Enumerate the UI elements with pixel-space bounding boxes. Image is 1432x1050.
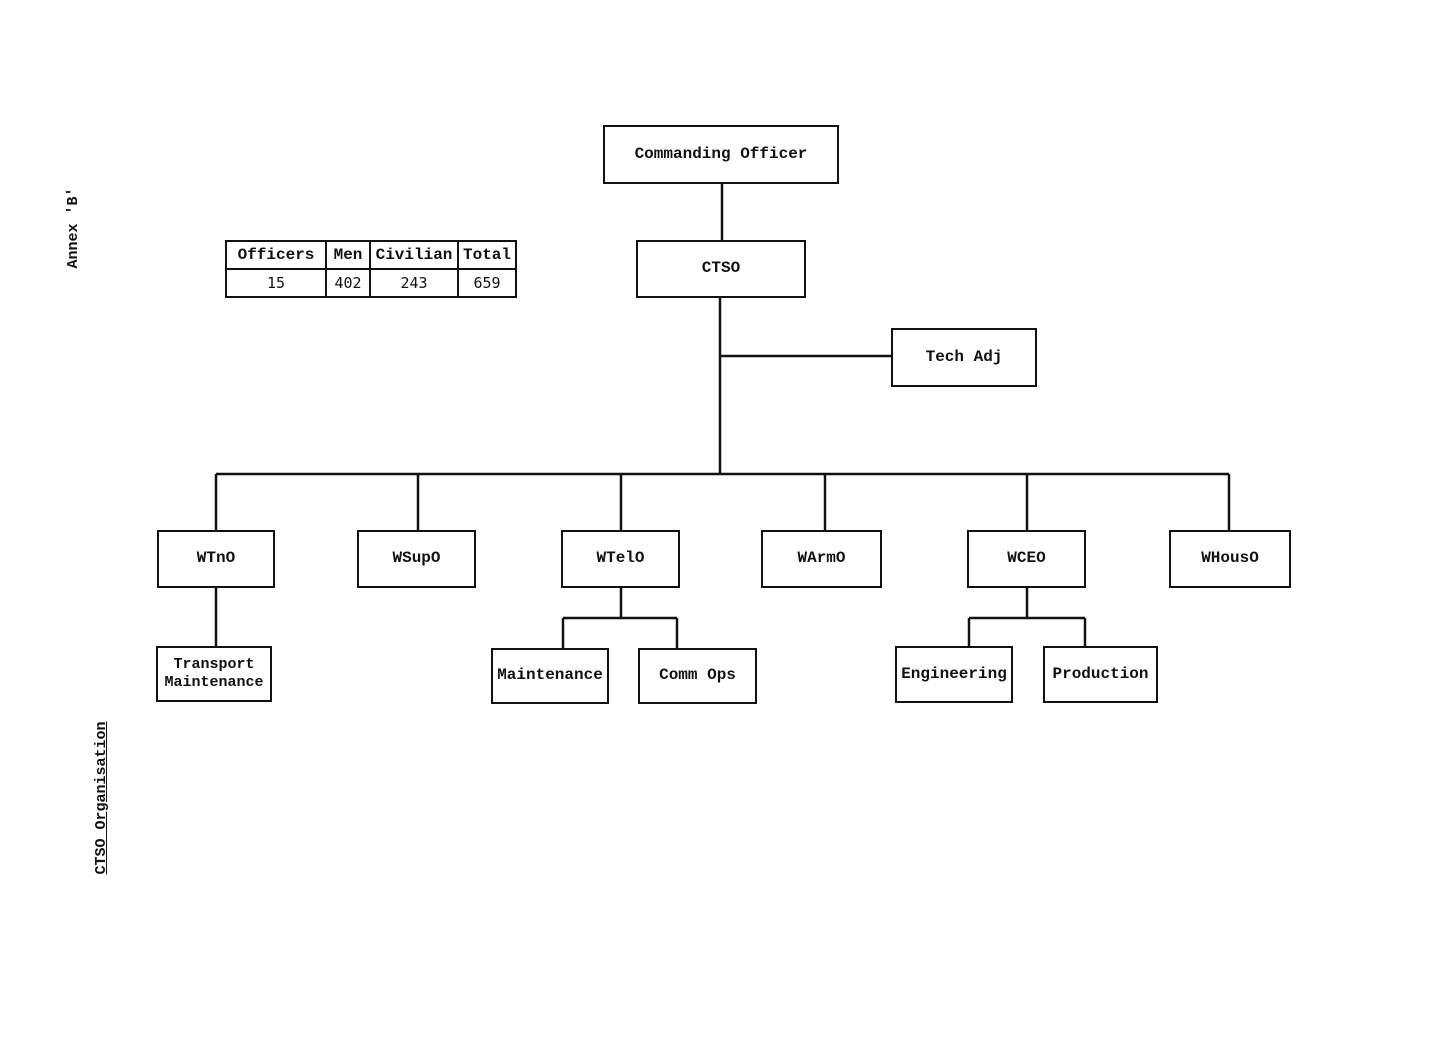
node-warmo: WArmO bbox=[761, 530, 882, 588]
node-label: WSupO bbox=[392, 549, 441, 568]
node-label: WTnO bbox=[196, 549, 236, 568]
node-label: Tech Adj bbox=[925, 347, 1003, 366]
node-wceo: WCEO bbox=[967, 530, 1086, 588]
node-label: Maintenance bbox=[497, 666, 603, 685]
header-civilian: Civilian bbox=[369, 240, 459, 270]
header-total: Total bbox=[457, 240, 517, 270]
node-ctso: CTSO bbox=[636, 240, 806, 298]
staff-table: Officers Men Civilian Total 15 402 243 6… bbox=[225, 240, 517, 298]
value-officers: 15 bbox=[225, 268, 327, 298]
node-label: Comm Ops bbox=[659, 666, 736, 685]
node-comm-ops: Comm Ops bbox=[638, 648, 757, 704]
node-label: WTelO bbox=[596, 549, 645, 568]
value-civilian: 243 bbox=[369, 268, 459, 298]
header-officers: Officers bbox=[225, 240, 327, 270]
node-wtelo: WTelO bbox=[561, 530, 680, 588]
node-wsupo: WSupO bbox=[357, 530, 476, 588]
node-production: Production bbox=[1043, 646, 1158, 703]
staff-table-header-row: Officers Men Civilian Total bbox=[225, 240, 517, 270]
node-label: Commanding Officer bbox=[634, 144, 808, 163]
node-wtno: WTnO bbox=[157, 530, 275, 588]
value-men: 402 bbox=[325, 268, 371, 298]
node-label: WHousO bbox=[1201, 549, 1259, 568]
node-engineering: Engineering bbox=[895, 646, 1013, 703]
node-label: Engineering bbox=[901, 664, 1007, 683]
node-commanding-officer: Commanding Officer bbox=[603, 125, 839, 184]
node-label: Transport Maintenance bbox=[164, 656, 264, 691]
node-label: WArmO bbox=[797, 549, 846, 568]
header-men: Men bbox=[325, 240, 371, 270]
node-label: Production bbox=[1052, 664, 1149, 683]
node-wtelo-maintenance: Maintenance bbox=[491, 648, 609, 704]
staff-table-value-row: 15 402 243 659 bbox=[225, 268, 517, 298]
node-transport-maintenance: Transport Maintenance bbox=[156, 646, 272, 702]
node-label: WCEO bbox=[1007, 549, 1046, 568]
value-total: 659 bbox=[457, 268, 517, 298]
node-tech-adj: Tech Adj bbox=[891, 328, 1037, 387]
node-whouso: WHousO bbox=[1169, 530, 1291, 588]
node-label: CTSO bbox=[701, 259, 741, 278]
